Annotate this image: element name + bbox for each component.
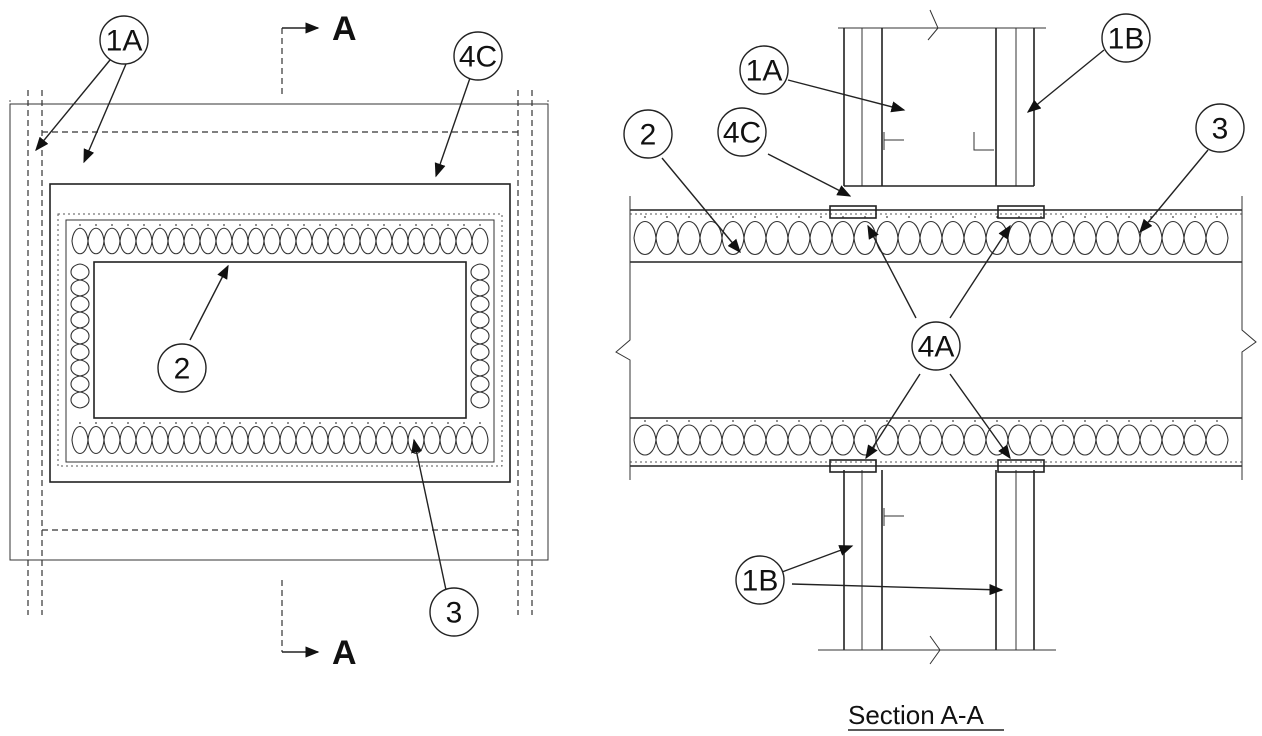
duct-break-right [1241,196,1257,480]
section-marker-top: A [332,10,357,48]
leader-2 [661,157,741,254]
callout-2: 2 [640,119,657,152]
section-caption: Section A-A [848,700,985,730]
insulation-pattern [633,216,1229,456]
insulation-outer [65,219,495,463]
retaining-angle [829,205,877,219]
callout-bubble [717,107,767,157]
leader-4a [949,224,1011,319]
sleeve-inner-edge [57,213,503,467]
leader-4a [865,373,921,460]
section-view: 1A 1B 2 3 4C 4A 1B Section A-A [615,9,1257,731]
duct-break-left [615,196,631,480]
break-symbol [929,635,941,665]
callout-bubble [623,109,673,159]
leader-4c [767,153,852,197]
callout-bubble [453,31,503,81]
stud-detail [883,508,904,526]
leader-3 [411,438,447,591]
callout-bubble [1101,13,1151,63]
callout-bubble [99,15,149,65]
plan-view: A A 1A 4C 2 3 [9,10,549,672]
duct-outline [93,261,467,419]
leader-4a [867,224,917,319]
callout-2: 2 [174,353,191,386]
callout-3: 3 [446,597,463,630]
callout-4a: 4A [918,331,955,364]
section-marker-bottom: A [332,634,357,672]
callout-bubble [429,587,479,637]
retaining-angle [997,459,1045,473]
steel-sleeve [49,183,511,483]
callout-3: 3 [1212,113,1229,146]
callout-1a: 1A [106,25,143,58]
leader-3 [1139,149,1209,234]
break-symbol [927,9,939,41]
wall-opening-outline [9,103,549,561]
leader-1a [787,79,906,113]
callout-1a: 1A [746,55,783,88]
leader-2 [189,264,229,341]
callout-4c: 4C [723,117,761,150]
stud-detail [883,132,994,151]
callout-4c: 4C [459,41,497,74]
callout-bubble [911,321,961,371]
callout-bubble [1195,103,1245,153]
callout-1b-lower: 1B [742,565,779,598]
callout-bubble [735,555,785,605]
leader-1b-lower [791,583,1004,596]
leader-4a [949,373,1011,460]
retaining-angle [997,205,1045,219]
leader-1b [1026,49,1105,113]
leader-4c [434,77,471,178]
callout-bubble [739,45,789,95]
insulation-pattern [70,224,490,455]
callout-1b: 1B [1108,23,1145,56]
leader-1a-b [83,63,127,164]
retaining-angle [829,459,877,473]
callout-bubble [157,343,207,393]
leader-1a-a [35,59,111,152]
leader-1b-lower [781,545,854,573]
